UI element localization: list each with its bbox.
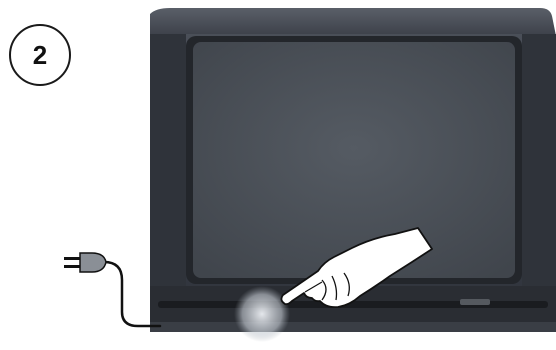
power-button-highlight-icon bbox=[234, 286, 290, 342]
step-number: 2 bbox=[33, 42, 47, 68]
power-plug-icon bbox=[64, 253, 106, 272]
step-number-badge: 2 bbox=[9, 24, 71, 86]
